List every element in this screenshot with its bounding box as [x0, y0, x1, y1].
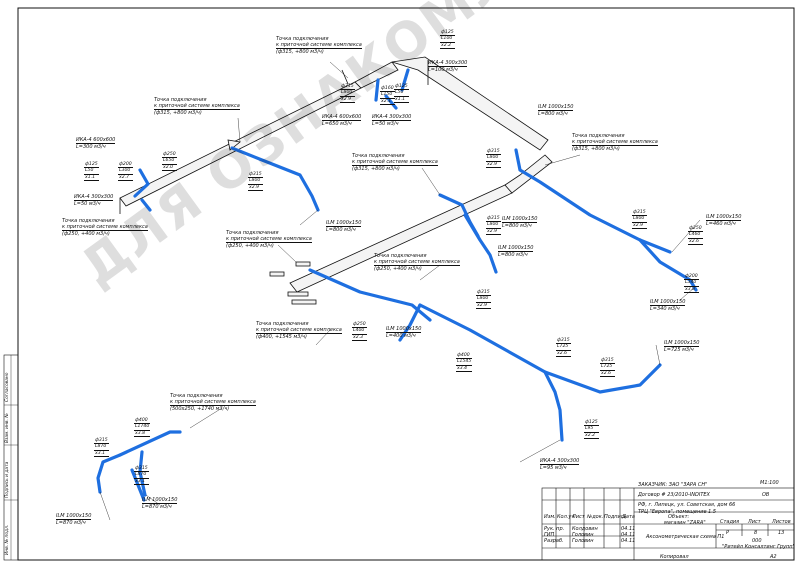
- copied-label: Копировал: [660, 554, 689, 560]
- signer-name: Головин: [572, 532, 594, 538]
- connection-point-label: Точка подключения к приточной системе ко…: [154, 97, 240, 116]
- connection-point-label: Точка подключения к приточной системе ко…: [226, 230, 312, 249]
- sheets-header: Листов: [772, 519, 791, 525]
- stage-value: Р: [726, 530, 730, 536]
- diffuser-label: ILM 1000х150 L=870 м3/ч: [142, 497, 178, 510]
- col-header: Изм.: [544, 514, 556, 520]
- diffuser-label: ИКА-4 600х600 L=300 м3/ч: [76, 137, 116, 150]
- side-strip-label: Подпись и дата: [5, 461, 10, 498]
- diffuser-label: ИКА-4 300х300 L=95 м3/ч: [540, 458, 580, 471]
- sheet-code: ОВ: [762, 492, 770, 498]
- diffuser-label: ILM 1000х150 L=460 м3/ч: [706, 214, 742, 227]
- connection-point-label: Точка подключения к приточной системе ко…: [352, 153, 438, 172]
- riser-stubs: [119, 60, 429, 305]
- connection-point-label: Точка подключения к приточной системе ко…: [276, 36, 362, 55]
- address-line-1: РФ, г. Липецк, ул. Советская, дом 66: [638, 502, 736, 508]
- signer-date: 04.11: [621, 526, 636, 532]
- col-header: Лист: [572, 514, 585, 520]
- diffuser-label: ILM 1000х150 L=800 м3/ч: [502, 216, 538, 229]
- object-name: магазин "ZARA": [664, 520, 706, 526]
- company-line-2: "Ритейл Консалтинг Групп": [722, 544, 795, 550]
- col-header: Подпись: [604, 514, 627, 520]
- stage-header: Стадия: [720, 519, 740, 525]
- diffuser-label: ILM 1000х150 L=800 м3/ч: [538, 104, 574, 117]
- leader-lines: [99, 61, 701, 521]
- col-header: Кол.уч: [557, 514, 575, 520]
- diffuser-label: ILM 1000х150 L=400 м3/ч: [386, 326, 422, 339]
- contract-label: Договор # 23/2010-INDITEX: [638, 492, 710, 498]
- diffuser-label: ILM 1000х150 L=800 м3/ч: [326, 220, 362, 233]
- diffuser-label: ILM 1000х150 L=340 м3/ч: [650, 299, 686, 312]
- customer-label: ЗАКАЗЧИК: ЗАО "ЗАРА СН": [638, 482, 708, 488]
- side-strip-label: Взам. инв. №: [5, 413, 10, 443]
- title-block-grid: [541, 487, 795, 561]
- drawing-frame: [17, 7, 795, 561]
- scale-label: М1:100: [760, 480, 779, 486]
- company-line-1: 000: [752, 538, 762, 544]
- connection-point-label: Точка подключения к приточной системе ко…: [572, 133, 658, 152]
- diffuser-label: ILM 1000х150 L=870 м3/ч: [56, 513, 92, 526]
- format-label: А2: [770, 554, 777, 560]
- drawing-title: Аксонометрическая схема П1: [646, 534, 725, 540]
- signer-name: Головин: [572, 538, 594, 544]
- diffuser-label: ILM 1000х150 L=800 м3/ч: [498, 245, 534, 258]
- sheet-value: 8: [754, 530, 758, 536]
- signer-date: 04.11: [621, 532, 636, 538]
- diffuser-label: ИКА-4 300х300 L=50 м3/ч: [74, 194, 114, 207]
- side-strip-label: Инв. № подл.: [5, 524, 10, 555]
- connection-point-label: Точка подключения к приточной системе ко…: [62, 218, 148, 237]
- diffuser-label: ИКА-4 300х300 L=100 м3/ч: [428, 60, 468, 73]
- connection-point-label: Точка подключения к приточной системе ко…: [170, 393, 256, 412]
- address-line-2: ТРЦ "Европа", помещение 1.5: [638, 509, 717, 515]
- col-header: Дата: [622, 514, 635, 520]
- diffuser-label: ИКА-4 600х600 L=650 м3/ч: [322, 114, 362, 127]
- side-strip-label: Согласовано: [5, 372, 10, 403]
- diffuser-label: ИКА-4 300х300 L=50 м3/ч: [372, 114, 412, 127]
- object-label: Объект:: [668, 514, 690, 520]
- diffuser-label: ILM 1000х150 L=725 м3/ч: [664, 340, 700, 353]
- signer-role: Рук. пр.: [544, 526, 565, 532]
- signer-role: ГИП: [544, 532, 555, 538]
- col-header: №док.: [587, 514, 604, 520]
- upper-trunk: [119, 56, 549, 207]
- sheet-header: Лист: [748, 519, 761, 525]
- connection-point-label: Точка подключения к приточной системе ко…: [374, 253, 460, 272]
- signer-name: Колдовин: [572, 526, 598, 532]
- sheets-value: 13: [778, 530, 785, 536]
- signer-role: Разраб.: [544, 538, 564, 544]
- connection-point-label: Точка подключения к приточной системе ко…: [256, 321, 342, 340]
- signer-date: 04.11: [621, 538, 636, 544]
